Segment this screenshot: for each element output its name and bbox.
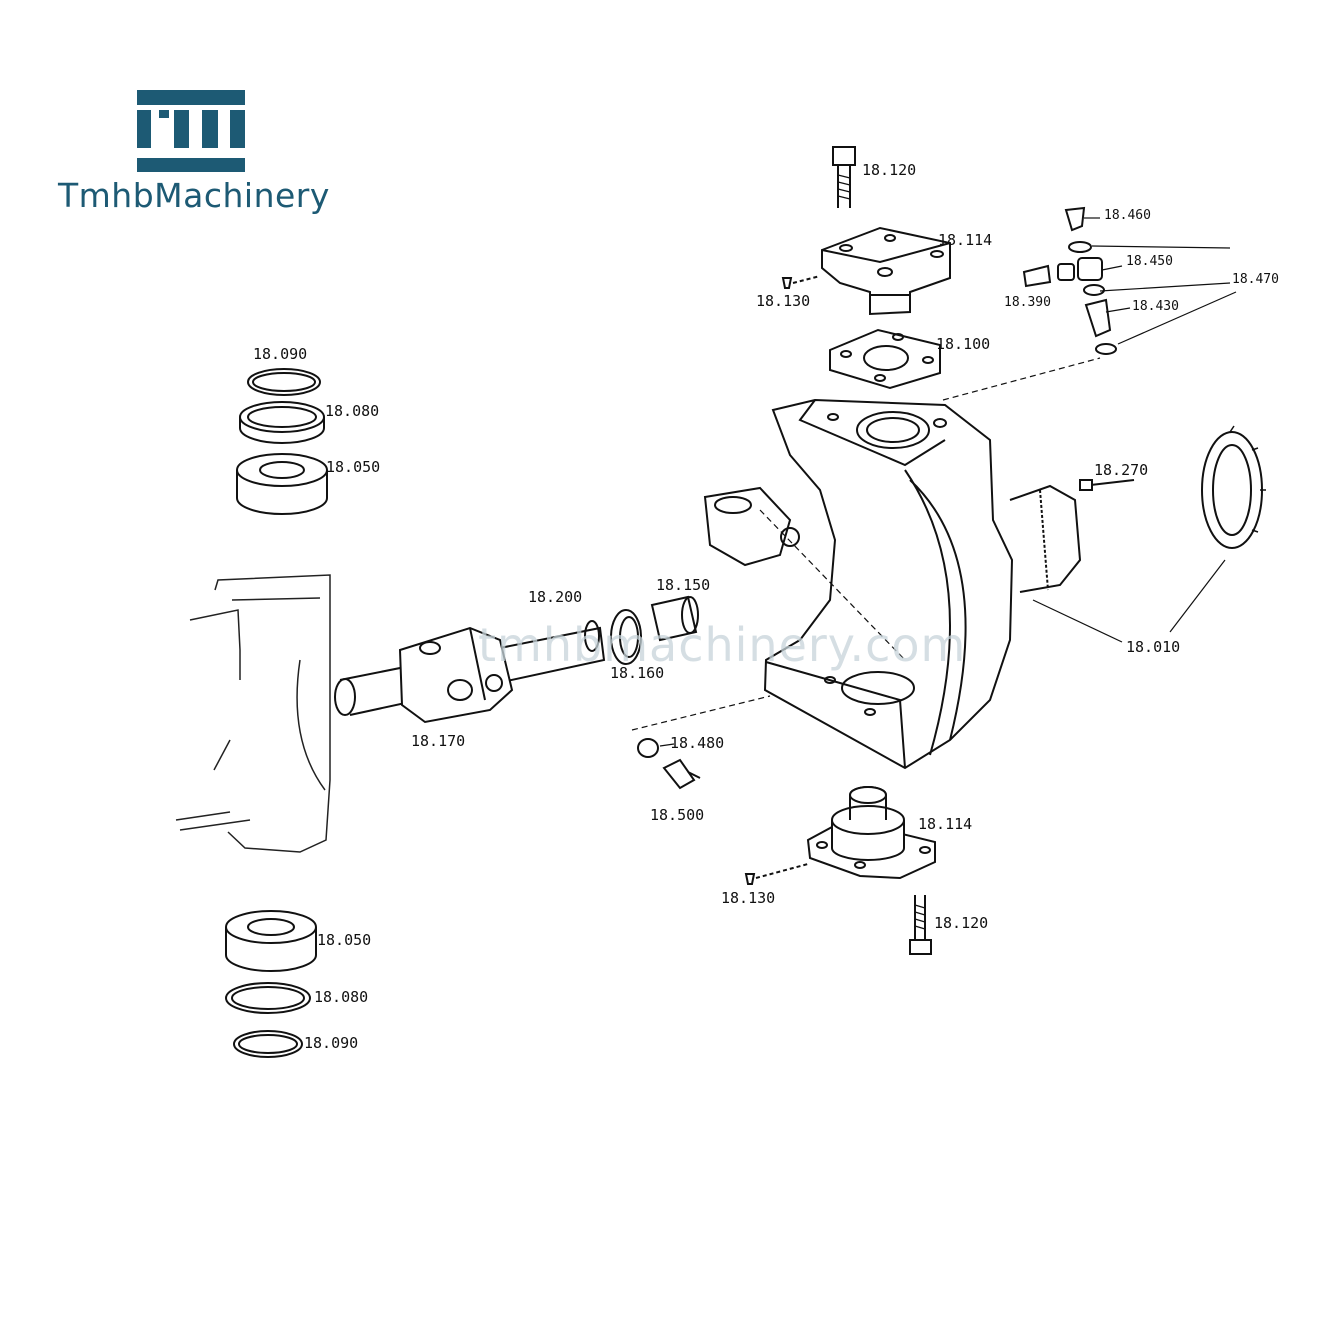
axis-dash-line [759,509,906,661]
top-screw-icon [781,275,821,289]
axle-housing-outline [175,574,331,853]
label-18-200: 18.200 [528,588,583,606]
top-bolt-icon [832,146,856,208]
lower-bearing-housing-icon [806,786,936,880]
label-18-090-top: 18.090 [253,345,308,363]
label-18-010: 18.010 [1126,638,1181,656]
label-18-080-bottom: 18.080 [314,988,369,1006]
gasket-icon [829,328,941,390]
label-18-114-bottom: 18.114 [918,815,973,833]
bushing-icon [650,595,699,642]
set-screw-icon [1079,479,1135,491]
drain-bolt-icon [662,758,701,790]
bottom-bolt-icon [909,895,932,955]
label-18-480: 18.480 [670,734,725,752]
lock-nut-ring-icon [1201,425,1266,549]
universal-joint-shaft-icon [334,626,606,724]
label-18-460: 18.460 [1104,208,1151,223]
brand-name: TmhbMachinery [58,176,330,215]
label-18-450: 18.450 [1126,254,1173,269]
steering-knuckle-icon [703,398,1082,770]
bottom-screw-icon [744,863,809,885]
leader-line-018010a [1169,559,1226,633]
label-18-390: 18.390 [1004,295,1051,310]
leader-line-018010b [1032,599,1123,643]
label-18-090-bottom: 18.090 [304,1034,359,1052]
label-18-270: 18.270 [1094,461,1149,479]
label-18-050-top: 18.050 [326,458,381,476]
grease-fittings-icon [942,206,1237,401]
brand-logo-icon [137,90,245,172]
label-18-150: 18.150 [656,576,711,594]
oil-seal-icon [610,609,642,665]
watermark-text: tmhbmachinery.com [478,618,967,672]
upper-bearing-housing-icon [821,226,951,316]
label-18-114-top: 18.114 [938,231,993,249]
label-18-050-bottom: 18.050 [317,931,372,949]
label-18-130-bottom: 18.130 [721,889,776,907]
label-18-470: 18.470 [1232,272,1279,287]
label-18-170: 18.170 [411,732,466,750]
lower-bearing-stack-icon [225,910,317,1058]
label-18-160: 18.160 [610,664,665,682]
label-18-120-top: 18.120 [862,161,917,179]
label-18-100: 18.100 [936,335,991,353]
label-18-120-bottom: 18.120 [934,914,989,932]
snap-ring-icon [584,620,600,652]
label-18-500: 18.500 [650,806,705,824]
drain-plug-icon [631,695,771,758]
label-18-430: 18.430 [1132,299,1179,314]
upper-bearing-stack-icon [236,368,328,515]
label-18-130-top: 18.130 [756,292,811,310]
label-18-080-top: 18.080 [325,402,380,420]
